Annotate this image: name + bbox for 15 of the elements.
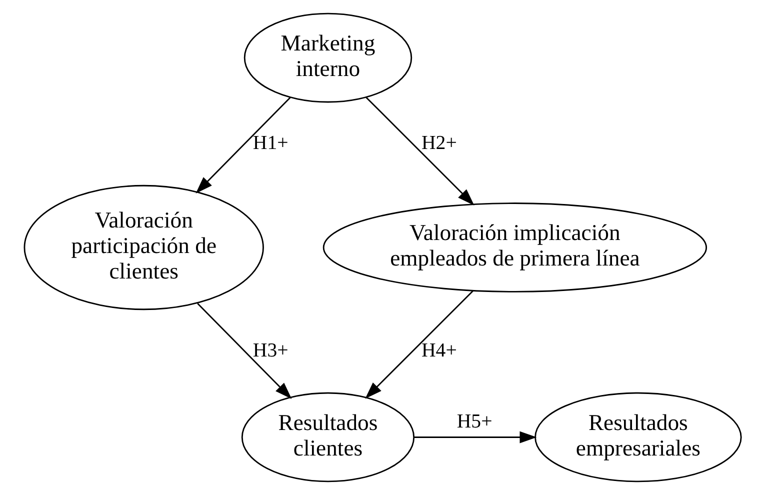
- node-ellipse: Valoración implicación empleados de primera línea: [322, 202, 708, 292]
- arrow: [365, 290, 474, 399]
- node-ellipse: Marketing interno: [244, 12, 412, 103]
- arrow: [197, 302, 292, 400]
- edge-label: H5+: [456, 410, 492, 433]
- edge-label: H1+: [252, 132, 288, 154]
- node-ellipse: Resultados empresariales: [534, 392, 742, 482]
- arrow: [196, 96, 291, 194]
- edge-label: H3+: [252, 340, 288, 362]
- edge-label: H2+: [421, 132, 457, 154]
- node-ellipse: Valoración participación de clientes: [24, 184, 264, 310]
- arrow: [414, 431, 537, 444]
- edge-label: H4+: [421, 340, 457, 362]
- arrow: [366, 96, 474, 206]
- node-ellipse: Resultados clientes: [241, 392, 415, 482]
